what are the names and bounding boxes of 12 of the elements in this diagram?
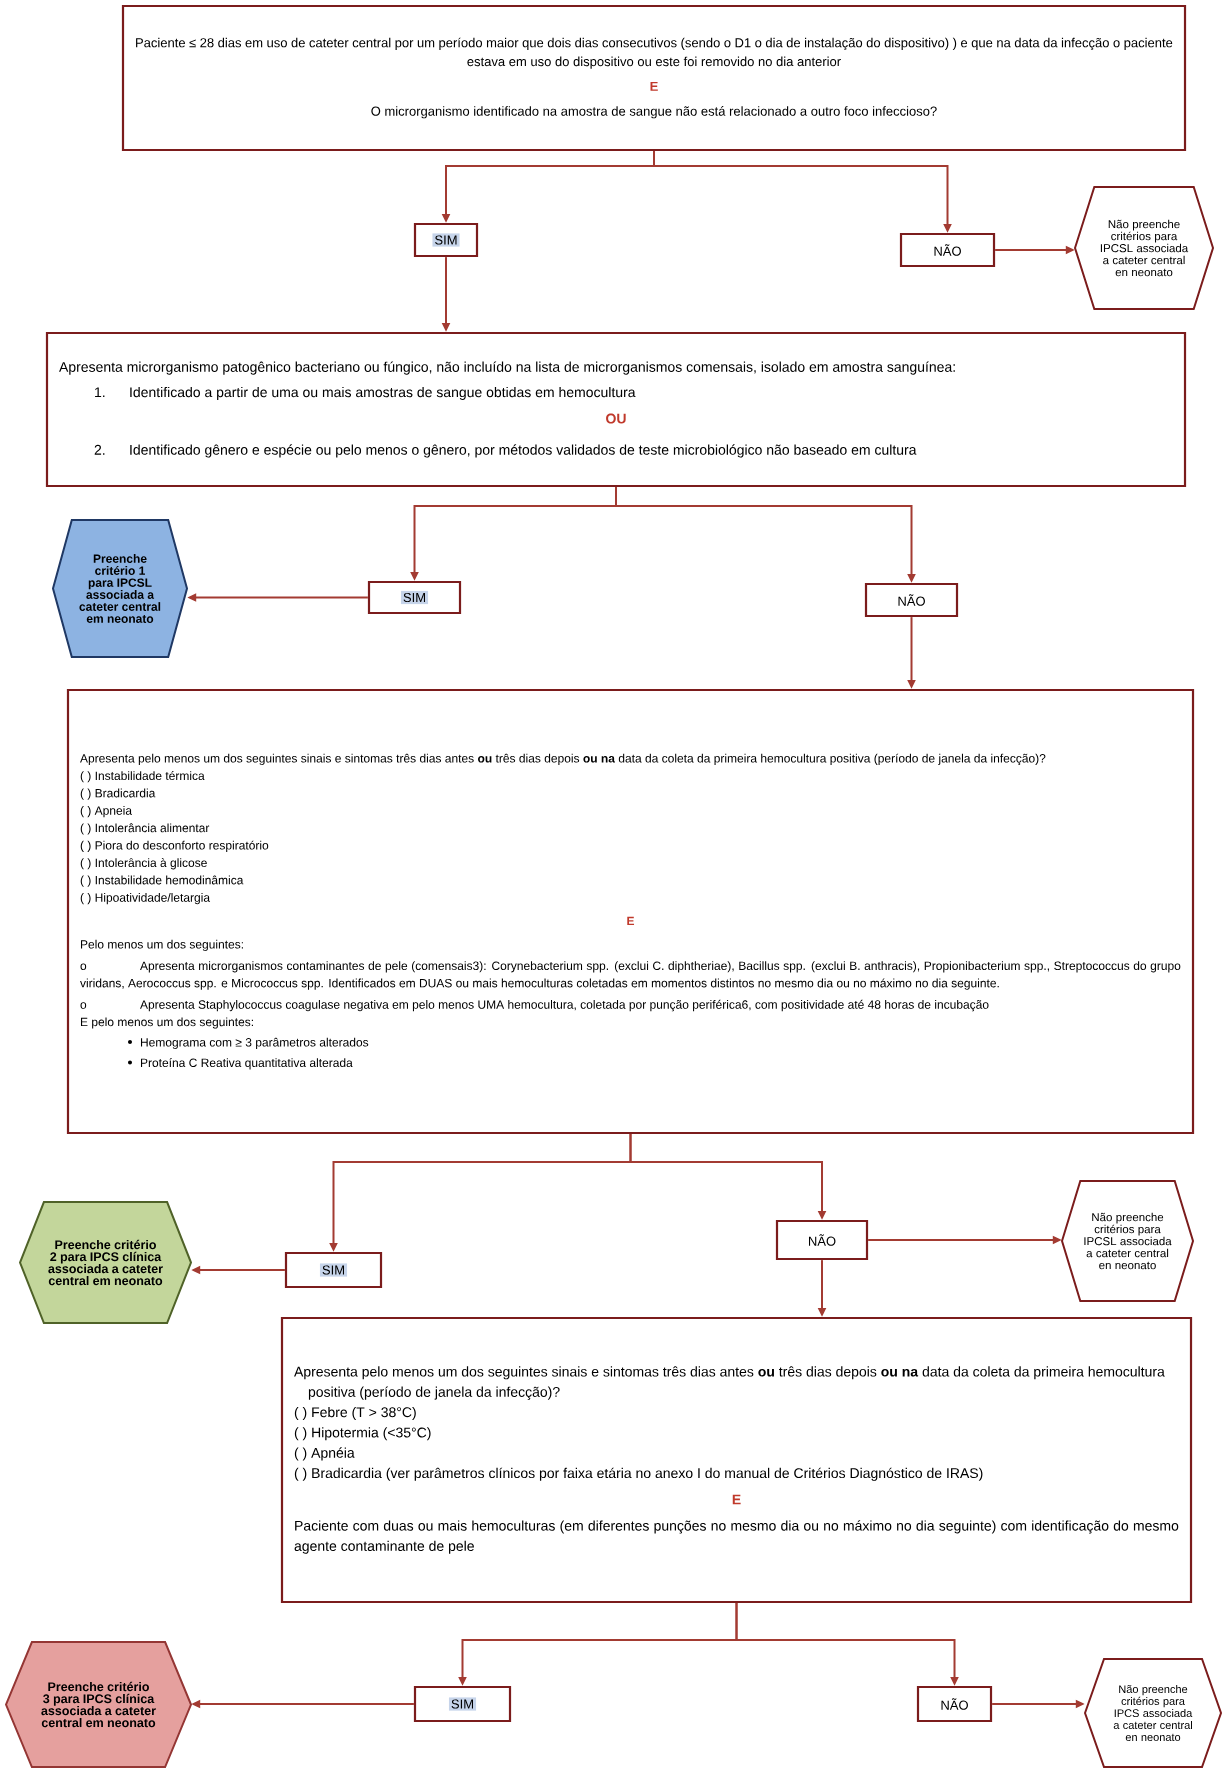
answer-box: NÃO bbox=[916, 1685, 993, 1723]
question-box: Paciente ≤ 28 dias em uso de cateter central por um período maior que dois dias consecutivos (sendo o D1 o dia de instalação do dispositivo) ) e que na data da infecção o paciente estava em uso do dispositivo ou este foi removido no dia anterior E O microrganismo identificado na amostra de sangue não está relacionado a outro foco infeccioso? bbox=[121, 4, 1187, 152]
answer-box: SIM bbox=[367, 580, 462, 615]
answer-box: SIM bbox=[284, 1251, 383, 1289]
answer-box: NÃO bbox=[775, 1219, 869, 1261]
question-box: Apresenta microrganismo patogênico bacteriano ou fúngico, não incluído na lista de microrganismos comensais, isolado em amostra sanguínea: 1. Identificado a partir de uma ou mais amostras de sangue obtidas em hemocultura OU 2. Identificado gênero e espécie ou pelo menos o gênero, por métodos validados de teste microbiológico não baseado em cultura bbox=[45, 331, 1187, 488]
question-box: Apresenta pelo menos um dos seguintes sinais e sintomas três dias antes ou três dias depois ou na data da coleta da primeira hemocultura positiva (período de janela da infecção)? ( ) Instabilidade térmica ( ) Bradicardia ( ) Apneia ( ) Intolerância alimentar ( ) Piora do desconforto respiratório ( ) Intolerância à glicose ( ) Instabilidade hemodinâmica ( ) Hipoatividade/letargia E Pelo menos um dos seguintes: o Apresenta microrganismos contaminantes de pele (comensais3): Corynebacterium spp. (exclui C. diphtheriae), Bacillus spp. (exclui B. anthracis), Propionibacterium spp., Streptococcus do grupo viridans, Aerococcus spp. e Micrococcus spp. Identificados em DUAS ou mais hemoculturas coletadas em momentos distintos no mesmo dia ou no máximo no dia seguinte. o Apresenta Staphylococcus coagulase negativa em pelo menos UMA hemocultura, coletada por punção periférica6, com positividade até 48 horas de incubação E pelo menos um dos seguintes: Hemograma com ≥ 3 parâmetros alterados Proteína C Reativa quantitativa alterada bbox=[66, 688, 1195, 1135]
question-box: Apresenta pelo menos um dos seguintes sinais e sintomas três dias antes ou três dias depois ou na data da coleta da primeira hemocultura positiva (período de janela da infecção)? ( ) Febre (T > 38°C) ( ) Hipotermia (<35°C) ( ) Apnéia ( ) Bradicardia (ver parâmetros clínicos por faixa etária no anexo I do manual de Critérios Diagnóstico de IRAS) E Paciente com duas ou mais hemoculturas (em diferentes punções no mesmo dia ou no máximo no dia seguinte) com identificação do mesmo agente contaminante de pele bbox=[280, 1316, 1193, 1604]
answer-box: NÃO bbox=[864, 582, 959, 618]
answer-box: SIM bbox=[413, 222, 479, 258]
answer-box: NÃO bbox=[899, 232, 996, 268]
answer-box: SIM bbox=[413, 1685, 512, 1723]
